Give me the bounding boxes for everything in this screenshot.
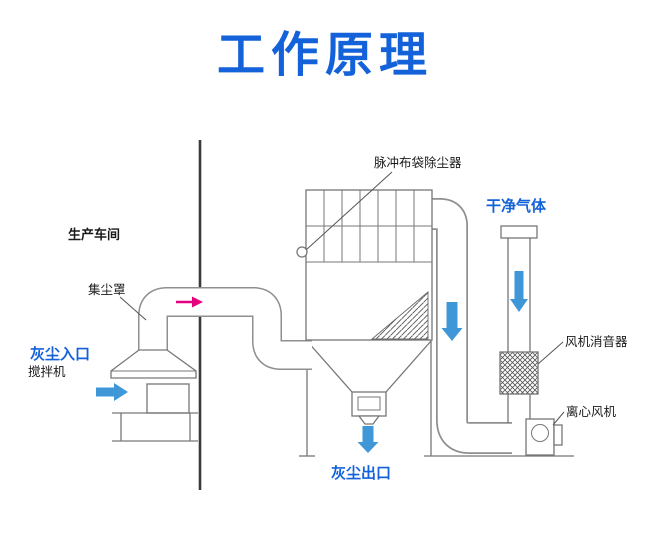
leader-pulse-bag-filter	[305, 171, 393, 251]
flow-arrow-outlet-duct	[441, 302, 463, 341]
centrifugal-fan-unit	[525, 418, 563, 456]
working-principle-diagram: 生产车间 集尘罩 灰尘入口 搅拌机 脉冲布袋除尘器 干净气体 风机消音器 离心风…	[28, 140, 628, 490]
flow-arrow-duct-pink	[176, 296, 203, 308]
flow-arrow-stack	[510, 271, 528, 312]
flow-arrow-dust-outlet	[357, 426, 379, 453]
title-bar: 工作原理	[0, 0, 650, 100]
stack-cap	[500, 225, 538, 239]
label-clean-gas: 干净气体	[486, 197, 547, 215]
leader-centrifugal-fan	[552, 411, 565, 426]
mixer-machine	[112, 383, 198, 442]
label-mixer: 搅拌机	[28, 364, 66, 379]
leader-fan-silencer	[537, 341, 564, 365]
pulse-valve-icon	[296, 246, 308, 258]
fan-silencer-block	[499, 351, 539, 395]
label-pulse-bag-filter: 脉冲布袋除尘器	[374, 155, 462, 170]
dust-hopper	[306, 340, 432, 425]
label-fan-silencer: 风机消音器	[565, 334, 628, 349]
page-title: 工作原理	[216, 27, 433, 83]
label-workshop: 生产车间	[68, 227, 120, 243]
label-dust-hood: 集尘罩	[88, 282, 126, 297]
discharge-valve	[351, 391, 387, 417]
pulse-bag-dust-collector	[296, 189, 433, 341]
inlet-duct	[138, 287, 312, 370]
label-centrifugal-fan: 离心风机	[566, 404, 617, 419]
label-dust-inlet: 灰尘入口	[30, 345, 90, 363]
exhaust-stack	[499, 225, 539, 423]
leader-dust-hood	[119, 296, 147, 321]
label-dust-outlet: 灰尘出口	[331, 464, 391, 482]
dust-pile-hatch	[370, 291, 429, 340]
flow-arrow-dust-inlet	[96, 383, 128, 401]
outlet-duct	[430, 198, 512, 454]
dust-hood	[110, 349, 197, 379]
